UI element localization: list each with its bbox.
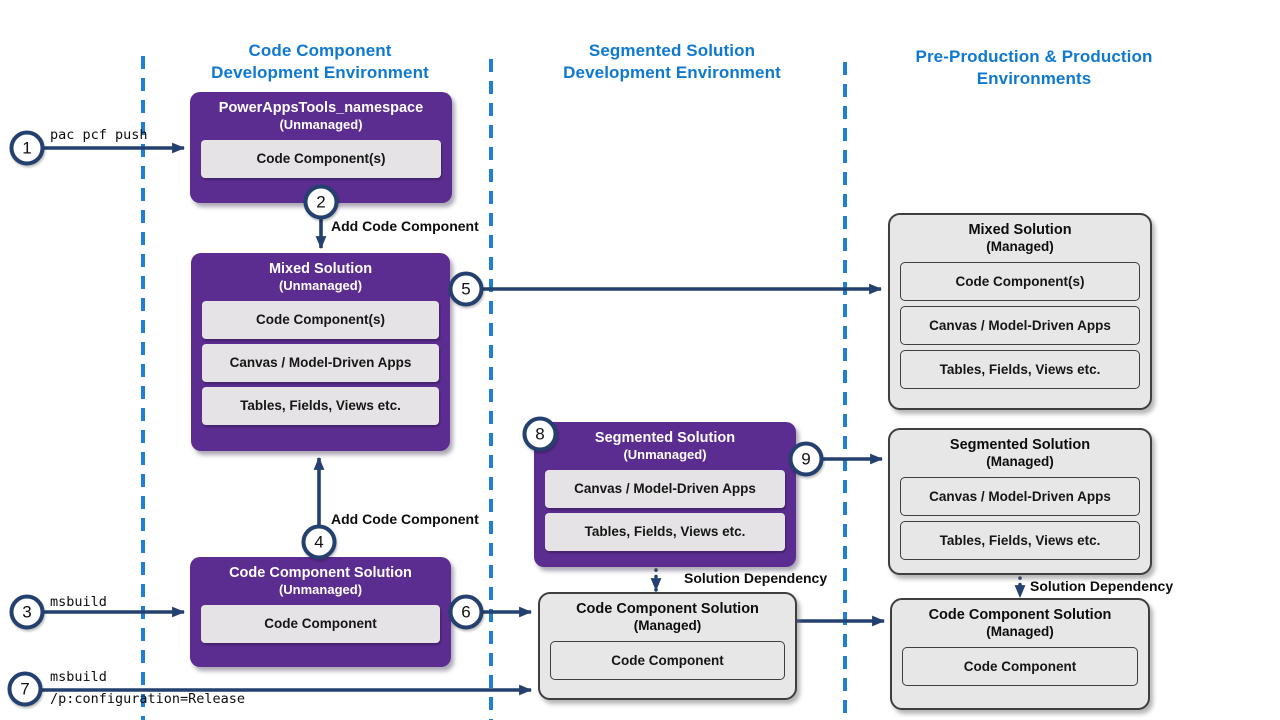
label-add-code-component-top: Add Code Component — [331, 218, 479, 234]
solution-row: Canvas / Model-Driven Apps — [545, 469, 785, 508]
label-solution-dependency-mid: Solution Dependency — [684, 570, 828, 586]
label-msbuild-release-2: /p:configuration=Release — [50, 691, 246, 707]
box-code-component-solution-unmanaged: Code Component Solution (Unmanaged) Code… — [190, 557, 451, 667]
box-title: Mixed Solution (Unmanaged) — [268, 261, 373, 294]
solution-row: Code Component — [902, 646, 1138, 686]
step-circle-5: 5 — [448, 271, 484, 307]
step-circle-8: 8 — [522, 416, 558, 452]
solution-row: Canvas / Model-Driven Apps — [202, 343, 439, 382]
box-title: Code Component Solution (Managed) — [928, 607, 1112, 640]
label-msbuild-release-1: msbuild — [50, 669, 107, 685]
solution-row: Tables, Fields, Views etc. — [900, 520, 1140, 560]
box-title: Segmented Solution (Unmanaged) — [594, 430, 736, 463]
step-circle-1: 1 — [9, 130, 45, 166]
solution-row: Canvas / Model-Driven Apps — [900, 305, 1140, 345]
label-pac-pcf-push: pac pcf push — [50, 127, 148, 143]
step-circle-6: 6 — [448, 594, 484, 630]
box-title: Code Component Solution (Unmanaged) — [229, 565, 412, 598]
label-add-code-component-bottom: Add Code Component — [331, 511, 479, 527]
solution-row: Tables, Fields, Views etc. — [202, 386, 439, 425]
box-mixed-solution-unmanaged: Mixed Solution (Unmanaged) Code Componen… — [191, 253, 450, 451]
solution-row: Code Component — [201, 604, 440, 643]
solution-row: Canvas / Model-Driven Apps — [900, 476, 1140, 516]
solution-row: Tables, Fields, Views etc. — [900, 349, 1140, 389]
step-circle-4: 4 — [301, 524, 337, 560]
solution-row: Code Component(s) — [900, 261, 1140, 301]
lane-header-code-component-dev: Code Component Development Environment — [211, 41, 429, 83]
label-msbuild: msbuild — [50, 594, 107, 610]
box-segmented-solution-managed: Segmented Solution (Managed) Canvas / Mo… — [888, 428, 1152, 575]
box-mixed-solution-managed: Mixed Solution (Managed) Code Component(… — [888, 213, 1152, 410]
step-circle-3: 3 — [9, 594, 45, 630]
box-code-component-solution-managed-mid: Code Component Solution (Managed) Code C… — [538, 592, 797, 700]
lane-header-preprod-prod: Pre-Production & Production Environments — [915, 47, 1153, 89]
label-solution-dependency-right: Solution Dependency — [1030, 578, 1174, 594]
solution-row: Code Component(s) — [202, 300, 439, 339]
solution-row: Code Component — [550, 640, 785, 680]
box-title: PowerAppsTools_namespace (Unmanaged) — [218, 100, 424, 133]
box-title: Code Component Solution (Managed) — [576, 601, 759, 634]
step-circle-7: 7 — [7, 671, 43, 707]
box-title: Mixed Solution (Managed) — [968, 222, 1072, 255]
box-code-component-solution-managed-right: Code Component Solution (Managed) Code C… — [890, 598, 1150, 710]
solution-row: Tables, Fields, Views etc. — [545, 512, 785, 551]
step-circle-9: 9 — [788, 441, 824, 477]
solution-row: Code Component(s) — [201, 139, 441, 178]
box-title: Segmented Solution (Managed) — [949, 437, 1091, 470]
lane-header-segmented-dev: Segmented Solution Development Environme… — [563, 41, 781, 83]
step-circle-2: 2 — [303, 184, 339, 220]
box-segmented-solution-unmanaged: Segmented Solution (Unmanaged) Canvas / … — [534, 422, 796, 567]
